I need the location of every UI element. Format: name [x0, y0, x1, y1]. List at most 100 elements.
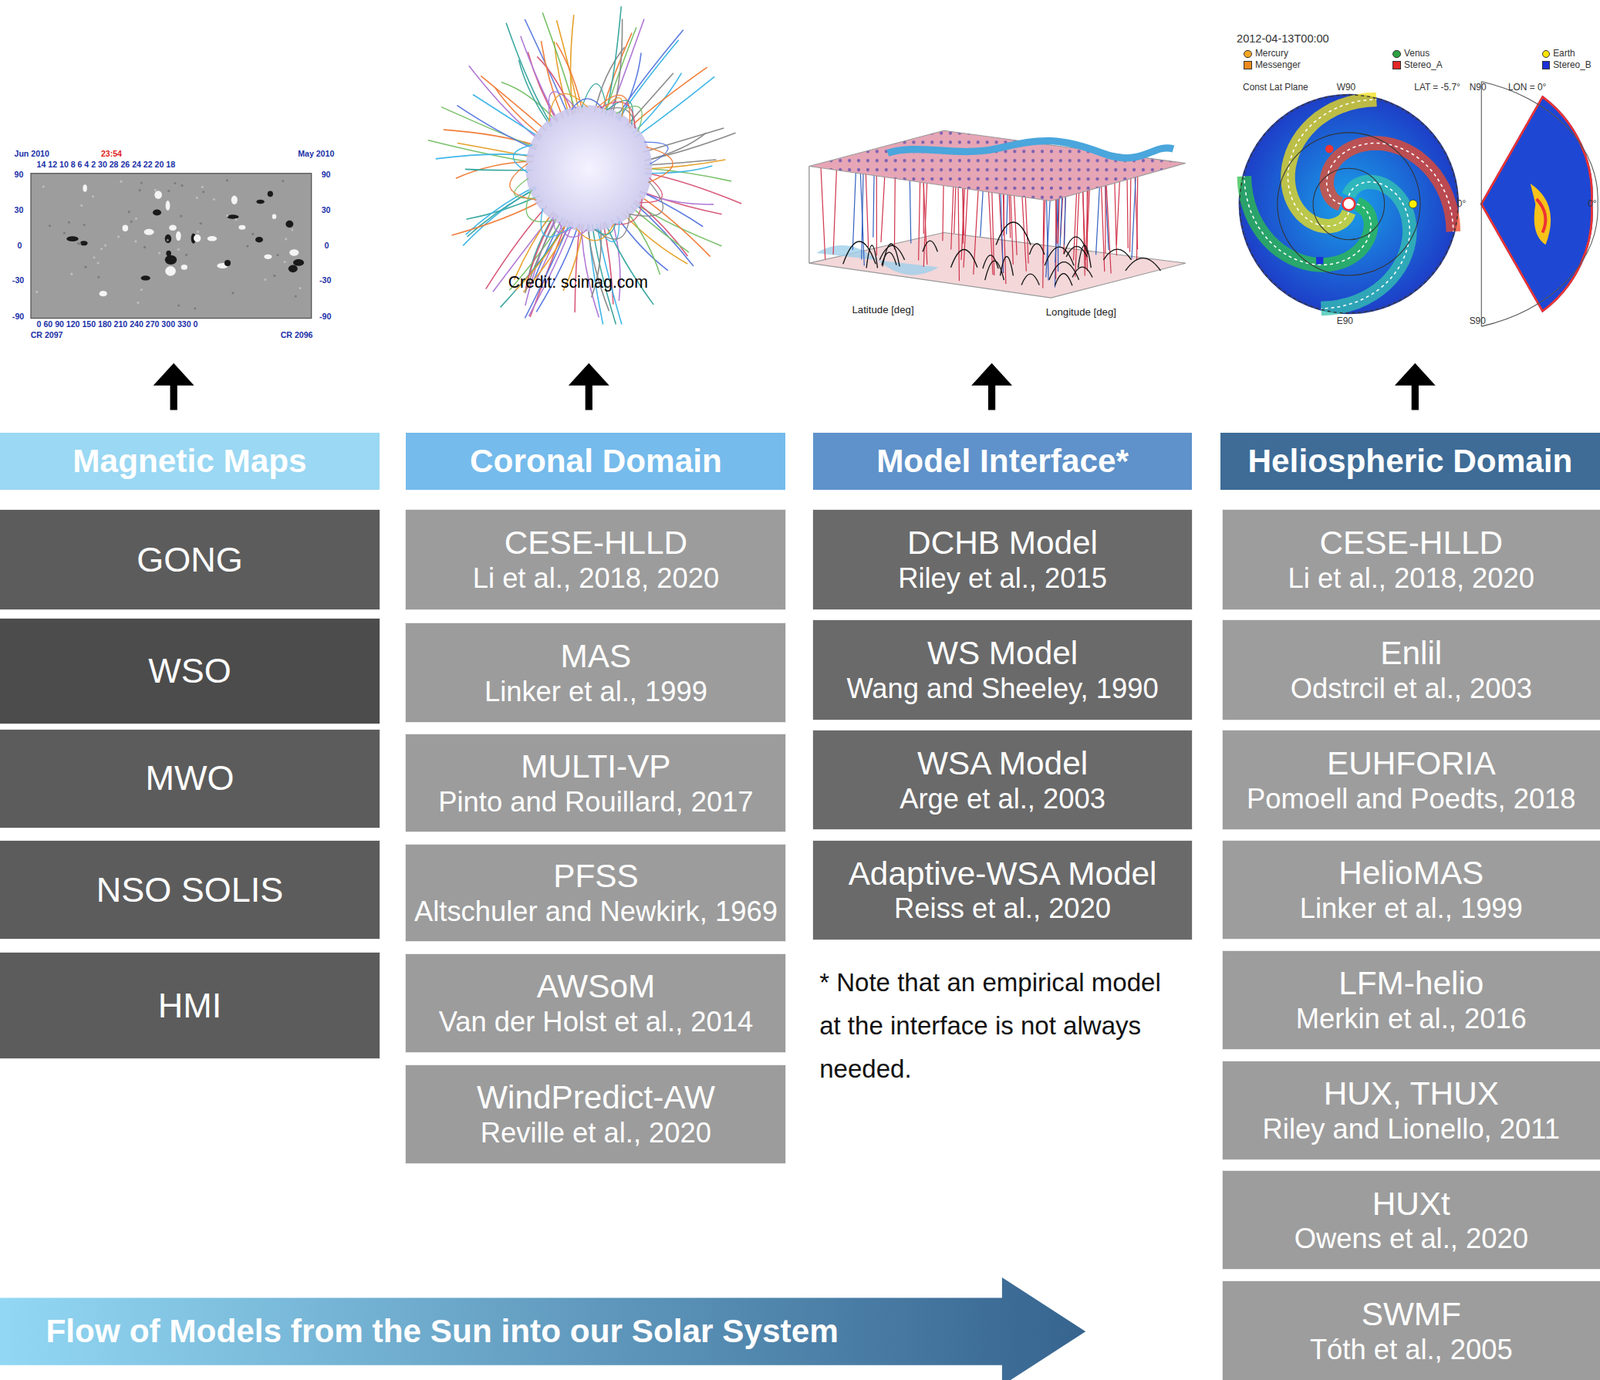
header-text: Magnetic Maps	[72, 442, 307, 481]
legend-swatch	[1542, 50, 1551, 59]
model-box: NSO SOLIS	[0, 840, 380, 939]
header-text: Coronal Domain	[469, 442, 723, 481]
plot-label: 30	[321, 205, 331, 216]
model-box: SWMFTóth et al., 2005	[1222, 1281, 1600, 1380]
model-name: CESE-HLLD	[504, 524, 689, 563]
model-box: MULTI-VPPinto and Rouillard, 2017	[405, 734, 786, 832]
plot-label: 0°	[1587, 199, 1597, 210]
model-box: PFSSAltschuler and Newkirk, 1969	[405, 844, 786, 941]
model-box: WS ModelWang and Sheeley, 1990	[813, 620, 1192, 719]
model-name: PFSS	[553, 857, 639, 896]
plot-label: LAT = -5.7°	[1414, 82, 1461, 93]
plot-label: Latitude [deg]	[851, 304, 914, 317]
plot-label: E90	[1336, 316, 1354, 327]
heliospheric-plot	[1239, 81, 1598, 327]
model-name: HUX, THUX	[1323, 1075, 1499, 1114]
model-reference: Li et al., 2018, 2020	[472, 562, 719, 595]
interface-plot	[809, 130, 1186, 298]
model-name: WS Model	[927, 634, 1078, 673]
plot-label: 2012-04-13T00:00	[1236, 32, 1330, 45]
model-reference: Altschuler and Newkirk, 1969	[414, 895, 778, 929]
model-box: HMI	[0, 952, 380, 1058]
model-box: MASLinker et al., 1999	[405, 623, 786, 723]
legend-swatch	[1243, 60, 1253, 70]
plot-label: 90	[321, 170, 331, 180]
model-name: GONG	[136, 540, 243, 581]
plot-label: CR 2097	[30, 330, 64, 341]
model-reference: Pomoell and Poedts, 2018	[1246, 783, 1577, 816]
model-name: AWSoM	[536, 968, 656, 1006]
model-box: Adaptive-WSA ModelReiss et al., 2020	[813, 840, 1192, 940]
flow-arrow-body	[0, 1277, 1086, 1380]
model-name: CESE-HLLD	[1319, 524, 1504, 563]
model-name: MAS	[560, 637, 632, 676]
model-reference: Li et al., 2018, 2020	[1288, 562, 1535, 595]
model-reference: Van der Holst et al., 2014	[438, 1005, 754, 1039]
model-box: LFM-helioMerkin et al., 2016	[1222, 951, 1600, 1050]
legend-text: Venus	[1404, 48, 1430, 59]
plot-label: N90	[1469, 82, 1487, 93]
model-name: HMI	[158, 985, 222, 1027]
model-name: LFM-helio	[1338, 965, 1484, 1003]
footnote: * Note that an empirical model at the in…	[819, 961, 1167, 1092]
model-name: DCHB Model	[907, 524, 1098, 563]
column-header: Model Interface*	[813, 432, 1192, 490]
model-name: MULTI-VP	[520, 748, 671, 787]
model-box: WSA ModelArge et al., 2003	[813, 730, 1192, 830]
model-reference: Odstrcil et al., 2003	[1290, 672, 1533, 706]
header-text: Model Interface*	[876, 442, 1129, 481]
plot-label: May 2010	[297, 149, 335, 159]
legend-swatch	[1243, 50, 1253, 59]
model-name: MWO	[145, 758, 235, 799]
model-box: AWSoMVan der Holst et al., 2014	[405, 954, 786, 1053]
image-credit: Credit: scimag.com	[508, 273, 649, 291]
legend-text: Mercury	[1255, 48, 1289, 59]
model-reference: Riley et al., 2015	[897, 562, 1108, 595]
plot-label: 0 60 90 120 150 180 210 240 270 300 330 …	[37, 320, 199, 330]
model-reference: Owens et al., 2020	[1294, 1222, 1529, 1256]
model-box: CESE-HLLDLi et al., 2018, 2020	[1222, 509, 1600, 609]
coronal-field-lines	[428, 6, 742, 325]
model-box: HUXtOwens et al., 2020	[1222, 1171, 1600, 1270]
magnetogram	[30, 173, 312, 319]
model-reference: Arge et al., 2003	[899, 783, 1106, 816]
model-name: WSA Model	[917, 745, 1088, 784]
legend-text: Messenger	[1255, 60, 1301, 71]
legend-swatch	[1392, 50, 1401, 59]
plot-label: W90	[1336, 82, 1356, 93]
legend-swatch	[1392, 60, 1401, 70]
model-reference: Reiss et al., 2020	[894, 892, 1111, 925]
model-name: NSO SOLIS	[96, 870, 284, 911]
plot-label: 30	[14, 205, 24, 216]
column-header: Magnetic Maps	[0, 432, 380, 490]
model-name: HUXt	[1372, 1185, 1451, 1224]
model-reference: Riley and Lionello, 2011	[1262, 1113, 1560, 1146]
model-box: MWO	[0, 729, 380, 828]
model-box: HelioMASLinker et al., 1999	[1222, 840, 1600, 939]
plot-label: LON = 0°	[1508, 82, 1546, 93]
model-name: HelioMAS	[1338, 854, 1484, 893]
model-box: WindPredict-AWReville et al., 2020	[405, 1065, 786, 1164]
model-name: Enlil	[1380, 634, 1442, 673]
column-header: Heliospheric Domain	[1220, 432, 1600, 490]
model-box: DCHB ModelRiley et al., 2015	[813, 509, 1192, 609]
model-name: SWMF	[1361, 1296, 1462, 1334]
flow-text: Flow of Models from the Sun into our Sol…	[46, 1313, 839, 1351]
model-box: HUX, THUXRiley and Lionello, 2011	[1222, 1061, 1600, 1160]
up-arrows	[153, 363, 1436, 411]
model-reference: Wang and Sheeley, 1990	[846, 672, 1158, 706]
plot-label: -90	[12, 312, 24, 322]
plot-label: 90	[14, 170, 24, 180]
plot-label: 0	[324, 241, 330, 251]
model-box: WSO	[0, 618, 380, 724]
plot-label: -30	[12, 276, 24, 286]
header-text: Heliospheric Domain	[1248, 442, 1573, 481]
model-reference: Tóth et al., 2005	[1309, 1333, 1513, 1367]
model-reference: Pinto and Rouillard, 2017	[438, 786, 753, 819]
model-reference: Merkin et al., 2016	[1296, 1002, 1527, 1036]
plot-label: -30	[319, 276, 331, 286]
column-header: Coronal Domain	[405, 432, 786, 490]
plot-label: 0°	[1457, 199, 1466, 210]
plot-label: Jun 2010	[14, 149, 50, 159]
plot-label: 0	[16, 241, 22, 251]
